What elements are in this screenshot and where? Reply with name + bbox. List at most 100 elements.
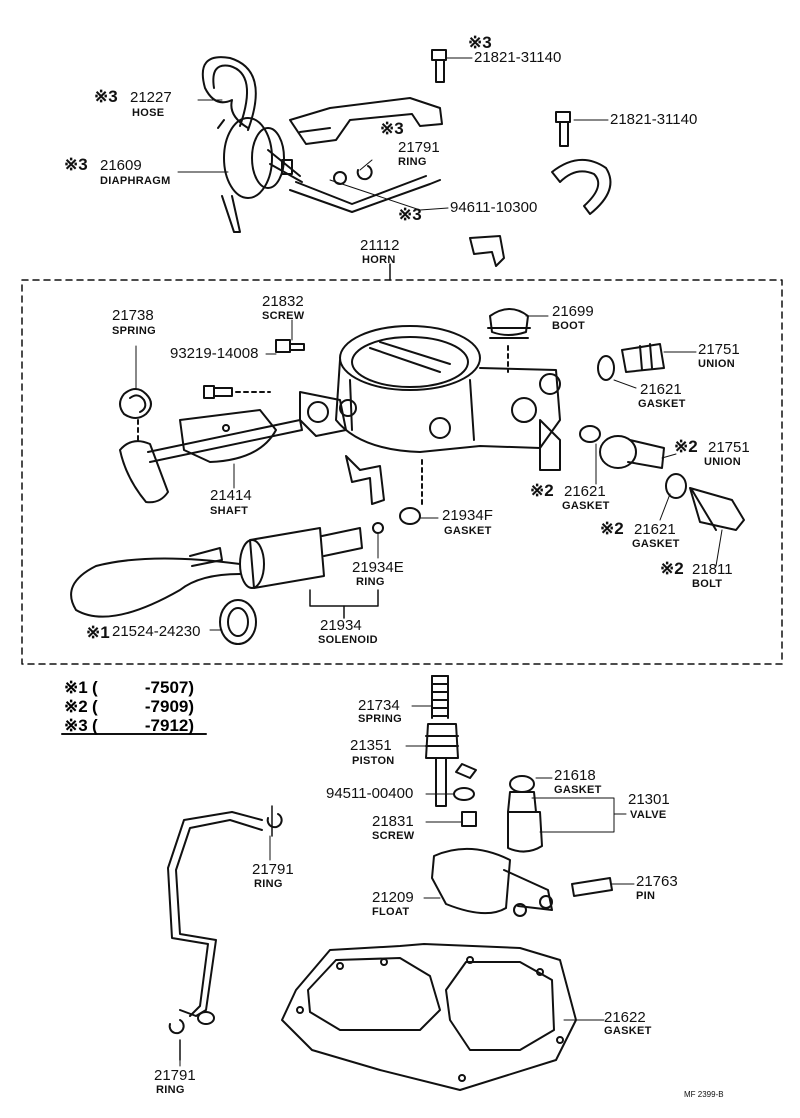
part-number-21738: 21738 <box>112 307 154 324</box>
shaft-drawing <box>119 409 303 504</box>
part-number-21811: 21811 <box>692 561 733 578</box>
part-name-boot: BOOT <box>552 320 585 332</box>
part-number-21791-bottom: 21791 <box>154 1067 196 1084</box>
pin-drawing <box>571 877 613 897</box>
mark-3-hose: ※3 <box>94 87 118 106</box>
washer-94511-drawing <box>453 787 475 801</box>
part-name-screw-21832: SCREW <box>262 310 305 322</box>
part-name-ring-bottom: RING <box>156 1084 185 1096</box>
part-number-21934f: 21934F <box>442 507 493 524</box>
part-number-21831: 21831 <box>372 813 414 830</box>
part-name-float: FLOAT <box>372 906 410 918</box>
footer-code: MF 2399-B <box>684 1090 724 1099</box>
mark-2-bolt: ※2 <box>660 559 684 578</box>
part-name-spring-21734: SPRING <box>358 713 402 725</box>
mark-3-bracket: ※3 <box>380 119 404 138</box>
part-number-21414: 21414 <box>210 487 252 504</box>
solenoid-bracket-lines <box>309 589 379 619</box>
note-2-mark: ※2 <box>64 697 88 716</box>
part-number-21227: 21227 <box>130 89 172 106</box>
union-b-drawing <box>579 425 665 469</box>
fuel-pipe-drawing <box>167 811 263 1025</box>
part-name-gasket-f: GASKET <box>444 525 492 537</box>
part-name-screw-21831: SCREW <box>372 830 415 842</box>
note-2-text: ( -7909) <box>92 697 195 716</box>
ring-mid-drawing <box>266 805 283 837</box>
part-number-21832: 21832 <box>262 293 304 310</box>
spring-21738-drawing <box>119 388 152 445</box>
note-3-text: ( -7912) <box>92 716 195 735</box>
piston-drawing <box>425 723 477 807</box>
valve-drawing <box>507 775 543 853</box>
union-a-drawing <box>597 343 665 381</box>
part-number-21622: 21622 <box>604 1009 646 1026</box>
gasket-f-drawing <box>399 459 423 525</box>
solenoid-drawing <box>70 522 384 618</box>
ring-top-drawing <box>333 165 373 185</box>
screw-right-drawing <box>555 111 571 147</box>
part-name-gasket-base: GASKET <box>604 1025 652 1037</box>
part-number-21618: 21618 <box>554 767 596 784</box>
seal-1-drawing <box>219 599 257 645</box>
part-name-union-b: UNION <box>704 456 741 468</box>
part-number-21821-a: 21821-31140 <box>474 49 562 66</box>
part-number-21621-c: 21621 <box>634 521 676 538</box>
part-name-spring-21738: SPRING <box>112 325 156 337</box>
part-number-21621-a: 21621 <box>640 381 682 398</box>
part-name-horn: HORN <box>362 254 396 266</box>
part-number-21112: 21112 <box>360 237 400 254</box>
part-name-pin: PIN <box>636 890 656 902</box>
part-number-21934e: 21934E <box>352 559 404 576</box>
note-1-text: ( -7507) <box>92 678 195 697</box>
mark-1-seal: ※1 <box>86 623 110 642</box>
part-name-gasket-c: GASKET <box>632 538 680 550</box>
throttle-rod-drawing <box>289 175 441 213</box>
part-number-21791-top: 21791 <box>398 139 440 156</box>
mark-2-gasket-b: ※2 <box>530 481 554 500</box>
part-name-ring-top: RING <box>398 156 427 168</box>
boot-drawing <box>487 308 531 373</box>
spring-21734-drawing <box>431 675 449 719</box>
horn-box <box>21 279 783 665</box>
bolt-drawing <box>665 473 745 531</box>
screw-21832-drawing <box>275 339 305 353</box>
part-name-gasket-21618: GASKET <box>554 784 602 796</box>
part-number-21351: 21351 <box>350 737 392 754</box>
part-name-ring-e: RING <box>356 576 385 588</box>
part-name-shaft: SHAFT <box>210 505 249 517</box>
clip-drawing <box>551 159 612 215</box>
part-number-93219: 93219-14008 <box>170 345 259 362</box>
screw-93219-drawing <box>203 385 271 399</box>
mark-2-gasket-c: ※2 <box>600 519 624 538</box>
part-number-94511: 94511-00400 <box>326 785 414 802</box>
part-number-21821-b: 21821-31140 <box>610 111 698 128</box>
mark-2-union-b: ※2 <box>674 437 698 456</box>
part-name-valve: VALVE <box>630 809 667 821</box>
leader-lines <box>135 57 723 1067</box>
part-name-gasket-b: GASKET <box>562 500 610 512</box>
part-number-21209: 21209 <box>372 889 414 906</box>
part-number-21734: 21734 <box>358 697 400 714</box>
horn-body-drawing <box>299 325 561 471</box>
clip-small-drawing <box>469 235 505 267</box>
part-name-piston: PISTON <box>352 755 395 767</box>
screw-top-drawing <box>431 49 447 83</box>
part-number-21609: 21609 <box>100 157 142 174</box>
part-number-21301: 21301 <box>628 791 670 808</box>
screw-21831-drawing <box>461 811 477 827</box>
note-3-mark: ※3 <box>64 716 88 735</box>
ring-bottom-drawing <box>168 1019 185 1061</box>
hose-drawing <box>201 56 257 131</box>
part-name-hose: HOSE <box>132 107 165 119</box>
part-number-21791-mid: 21791 <box>252 861 294 878</box>
part-number-21751-b: 21751 <box>708 439 750 456</box>
note-1-mark: ※1 <box>64 678 88 697</box>
part-number-21524: 21524-24230 <box>112 623 201 640</box>
part-name-diaphragm: DIAPHRAGM <box>100 175 171 187</box>
part-name-solenoid: SOLENOID <box>318 634 378 646</box>
mark-3-washer: ※3 <box>398 205 422 224</box>
part-number-21699: 21699 <box>552 303 594 320</box>
base-gasket-drawing <box>281 943 577 1091</box>
